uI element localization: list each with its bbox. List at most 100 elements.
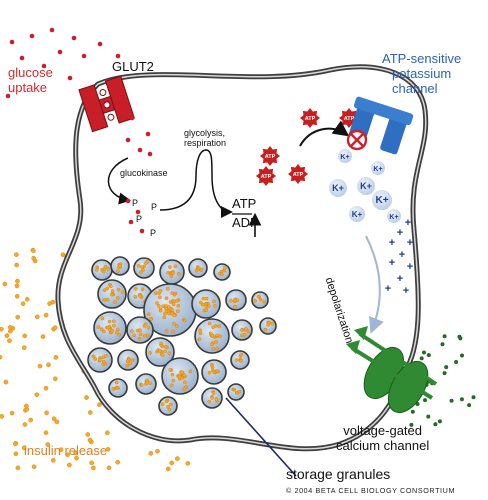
storage-granules-label: storage granules [286,466,391,482]
insulin-dot [22,422,28,427]
atp-star-label: ATP [344,116,355,122]
insulin-dot [97,402,102,407]
insulin-dot [47,301,52,306]
calcium-dot [458,336,463,341]
insulin-dot [22,333,28,339]
insulin-dot [58,447,64,453]
insulin-dot [52,325,58,330]
depolarization-arrow [365,235,384,334]
insulin-dot [15,465,21,471]
calcium-dot [423,398,427,403]
insulin-dot [14,293,20,299]
storage-granule [213,263,231,281]
positive-charge: + [397,273,403,285]
storage-granule [117,349,139,371]
atp-star: ATP [260,146,280,166]
calcium-influx-arrowheads [346,326,368,354]
calcium-dot [444,365,449,370]
insulin-dot [31,464,37,470]
potassium-ion: K+ [329,179,347,197]
insulin-dot [21,345,27,351]
insulin-dot [15,314,21,320]
insulin-dot [169,460,175,466]
insulin-dot [44,410,49,416]
k-channel-label: ATP-sensitive potassium channel [382,51,462,97]
calcium-dot [426,414,431,419]
calcium-dot [409,422,414,427]
potassium-ion-label: K+ [389,214,398,221]
phosphate-label: P [132,198,138,208]
positive-charge: + [407,237,413,249]
insulin-dot [0,414,5,419]
insulin-dot [115,459,121,465]
insulin-dot [31,255,37,261]
insulin-dot [53,355,59,360]
calcium-channel-line2: calcium channel [336,437,430,453]
insulin-dot [52,376,58,382]
atp-star: ATP [256,166,276,186]
insulin-dot [185,461,191,466]
phosphate-label: P [150,228,156,238]
insulin-dot [3,379,9,385]
phosphate-label: P [136,214,142,224]
glucose-6-phosphate [125,198,145,234]
storage-granules [87,256,277,416]
atp-binding-arrow [299,120,350,147]
calcium-dot [467,403,472,408]
atp-star: ATP [288,164,308,184]
insulin-dot [84,395,89,400]
glucose-uptake-line2: uptake [8,79,48,95]
storage-granule [227,383,245,401]
insulin-dot [148,451,154,456]
glucose-uptake-line1: glucose [8,65,53,80]
calcium-dot [449,398,454,403]
insulin-dot [46,362,51,368]
insulin-dot [85,432,91,437]
calcium-dot [454,360,459,364]
calcium-dot [440,342,445,347]
potassium-ion-label: K+ [332,183,344,193]
insulin-dot [165,466,171,472]
insulin-dot [24,403,29,409]
glycolysis-arrow [159,149,207,211]
atp-star-label: ATP [261,174,272,180]
calcium-dot [433,422,438,427]
k-channel-line1: ATP-sensitive [382,51,462,66]
positive-charge: + [405,217,411,229]
insulin-dot [37,363,43,369]
storage-granule [126,316,154,344]
storage-granule [145,337,175,367]
glut2-label: GLUT2 [112,59,154,74]
calcium-dot [437,419,442,424]
storage-granule [91,259,113,281]
cell-membrane-inner [57,66,427,450]
storage-granule [225,289,247,311]
atp-star-label: ATP [265,154,276,160]
insulin-dot [0,354,3,360]
calcium-dot [419,356,424,361]
storage-granule [230,350,250,370]
potassium-ion: K+ [338,149,352,163]
insulin-dot [9,410,15,416]
glucokinase-label: glucokinase [120,168,168,178]
glycolysis-line1: glycolysis, [184,128,226,138]
k-channel-line3: channel [392,80,438,96]
insulin-dot [91,465,96,471]
insulin-dot [89,460,95,466]
positive-charge: + [389,237,395,249]
potassium-ion-label: K+ [352,210,363,219]
insulin-dot [31,248,36,254]
positive-charge: + [403,285,409,297]
storage-granule [231,319,253,341]
insulin-dot [24,296,30,302]
glycolysis-arrow-down [205,149,233,218]
positive-charge: + [407,261,413,273]
potassium-ion-label: K+ [360,181,372,191]
insulin-dot [28,417,34,423]
atp-star-label: ATP [305,116,316,122]
storage-granule [259,317,277,335]
insulin-dot [67,462,72,468]
potassium-ion: K+ [387,209,401,223]
storage-granule [201,359,227,385]
